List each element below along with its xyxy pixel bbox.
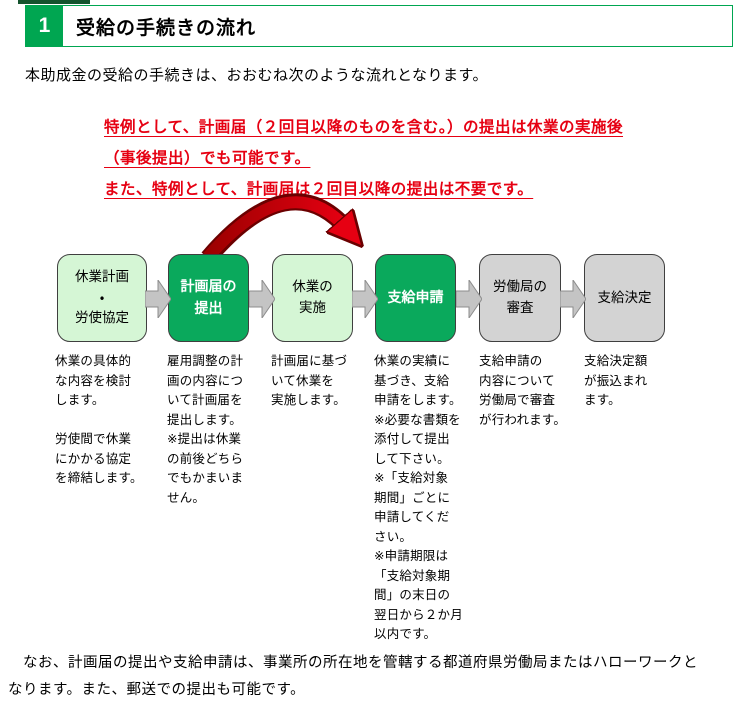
- special-notice-text: 特例として、計画届（２回目以降のものを含む。）の提出は休業の実施後 （事後提出）…: [104, 119, 624, 198]
- page-top-border: [18, 0, 90, 4]
- flow-step-box-shikyu-shinsei: 支給申請: [375, 254, 456, 342]
- procedure-flowchart: 休業計画 ・ 労使協定 計画届の 提出 休業の 実施 支給申請 労働局の 審査 …: [0, 190, 743, 650]
- section-title: 受給の手続きの流れ: [76, 17, 257, 39]
- flow-step-desc: 休業の具体的 な内容を検討 します。 労使間で休業 にかかる協定 を締結します。: [55, 354, 143, 485]
- intro-text: 本助成金の受給の手続きは、おおむね次のような流れとなります。: [25, 67, 489, 84]
- flow-step-desc: 支給申請の 内容について 労働局で審査 が行われます。: [479, 354, 567, 427]
- flow-step-desc: 計画届に基づ いて休業を 実施します。: [271, 354, 348, 407]
- flow-step-box-keikakutodoke: 計画届の 提出: [168, 254, 249, 342]
- flow-step-box-shikyu-kettei: 支給決定: [584, 254, 665, 342]
- flow-step-box-kyugyo-keikaku: 休業計画 ・ 労使協定: [57, 254, 147, 342]
- arrow-right-icon: [249, 280, 275, 318]
- flow-step-desc: 支給決定額 が振込まれ ます。: [584, 354, 648, 407]
- section-header: 1 受給の手続きの流れ: [25, 5, 733, 47]
- flow-step-desc: 休業の実績に 基づき、支給 申請をします。 ※必要な書類を 添付して提出 して下…: [374, 354, 463, 641]
- arrow-right-icon: [560, 280, 586, 318]
- curved-exception-arrow-icon: [201, 193, 410, 264]
- arrow-right-icon: [352, 280, 378, 318]
- flow-step-box-rodokyoku-shinsa: 労働局の 審査: [479, 254, 561, 342]
- flow-step-box-kyugyo-jisshi: 休業の 実施: [272, 254, 353, 342]
- arrow-right-icon: [456, 280, 482, 318]
- section-number-badge: 1: [26, 6, 63, 46]
- footer-note-text: なお、計画届の提出や支給申請は、事業所の所在地を管轄する都道府県労働局またはハロ…: [8, 655, 698, 698]
- arrow-right-icon: [145, 280, 171, 318]
- flow-step-desc: 雇用調整の計 画の内容につ いて計画届を 提出します。 ※提出は休業 の前後どち…: [167, 354, 244, 505]
